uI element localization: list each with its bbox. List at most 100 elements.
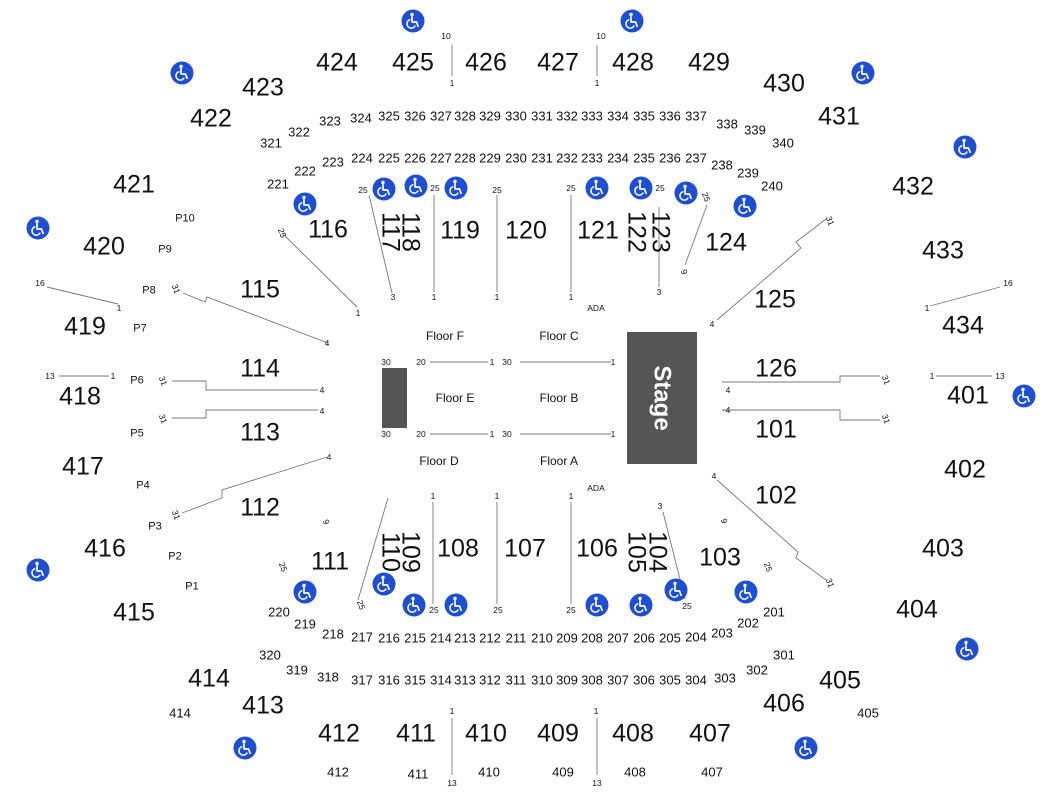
section-311: 311 [505,672,527,688]
row-number: 25 [566,182,576,193]
row-number: 1 [594,77,600,88]
row-number: 30 [381,428,391,439]
section-327: 327 [430,108,452,124]
wheelchair-icon [629,176,653,200]
section-431: 431 [818,102,860,131]
pit-P4: P4 [136,479,150,492]
row-number: 1 [489,356,495,367]
row-number: 1 [489,428,495,439]
row-guide-line [46,286,119,305]
section-411-lower-label: 411 [407,766,429,782]
section-428: 428 [612,48,654,77]
row-number: 3 [390,291,396,302]
section-301: 301 [773,647,795,663]
ada-label: ADA [587,302,605,313]
section-310: 310 [531,672,553,688]
floor-e: Floor D [419,454,459,468]
section-304: 304 [685,672,707,688]
section-318: 318 [317,669,339,685]
section-201: 201 [763,604,785,620]
section-423: 423 [242,73,284,102]
section-333: 333 [581,108,603,124]
row-number: 1 [430,490,436,501]
wheelchair-icon [585,176,609,200]
row-number: 1 [431,291,437,302]
section-222: 222 [294,163,316,179]
wheelchair-icon [1012,384,1036,408]
row-number: 4 [319,384,325,395]
section-213: 213 [454,630,476,646]
row-number: 13 [592,777,602,788]
section-308: 308 [581,672,603,688]
section-223: 223 [322,154,344,170]
row-number: 25 [682,600,692,611]
wheelchair-icon [26,216,50,240]
row-number: 20 [416,428,426,439]
section-340: 340 [772,135,794,151]
wheelchair-icon [372,177,396,201]
pit-P3: P3 [148,520,162,533]
section-427: 427 [537,48,579,77]
section-122: 122 [622,211,651,253]
section-219: 219 [294,616,316,632]
floor-f: Floor A [539,454,579,468]
wheelchair-icon [955,637,979,661]
wheelchair-icon [674,181,698,205]
section-203: 203 [711,625,733,641]
row-guide-line [716,479,827,581]
row-number: 4 [725,384,731,395]
wheelchair-icon [404,174,428,198]
section-119: 119 [440,216,480,245]
wheelchair-icon [233,736,257,760]
row-number: 1 [610,428,616,439]
row-number: 25 [566,604,576,615]
wheelchair-icon [734,580,758,604]
row-number: 25 [358,184,368,195]
section-235: 235 [633,150,655,166]
section-325: 325 [378,108,400,124]
row-number: 30 [502,428,512,439]
section-206: 206 [633,630,655,646]
section-207: 207 [607,630,629,646]
floor-a: Floor F [425,329,465,343]
section-322: 322 [288,124,310,140]
section-338: 338 [716,116,738,132]
section-412: 412 [318,719,360,748]
section-424: 424 [316,48,358,77]
section-402: 402 [944,455,986,484]
section-306: 306 [633,672,655,688]
section-321: 321 [260,135,282,151]
section-221: 221 [267,176,289,192]
section-434: 434 [942,311,984,340]
section-202: 202 [737,615,759,631]
section-237: 237 [685,150,707,166]
wheelchair-icon [620,9,644,33]
section-407-lower-label: 407 [701,764,723,780]
section-111: 111 [310,547,350,576]
section-239: 239 [737,165,759,181]
section-118: 118 [396,212,425,252]
row-number: 3 [656,286,662,297]
row-number: 4 [326,451,332,462]
section-303: 303 [714,670,736,686]
section-208: 208 [581,630,603,646]
wheelchair-icon [26,558,50,582]
pit-P6: P6 [130,374,144,387]
section-226: 226 [404,150,426,166]
wheelchair-icon [629,593,653,617]
section-408-lower-label: 408 [624,764,646,780]
row-guide-line [283,234,358,308]
section-220: 220 [268,604,290,620]
row-guide-line [172,380,318,391]
row-number: 1 [924,302,930,313]
row-number: 1 [116,302,122,313]
pit-P2: P2 [168,550,182,563]
floor-c: Floor E [435,391,475,405]
row-number: 1 [110,370,116,381]
section-433: 433 [922,236,964,265]
section-432: 432 [892,172,934,201]
section-305: 305 [659,672,681,688]
row-number: 1 [568,490,574,501]
section-126: 126 [755,354,797,383]
